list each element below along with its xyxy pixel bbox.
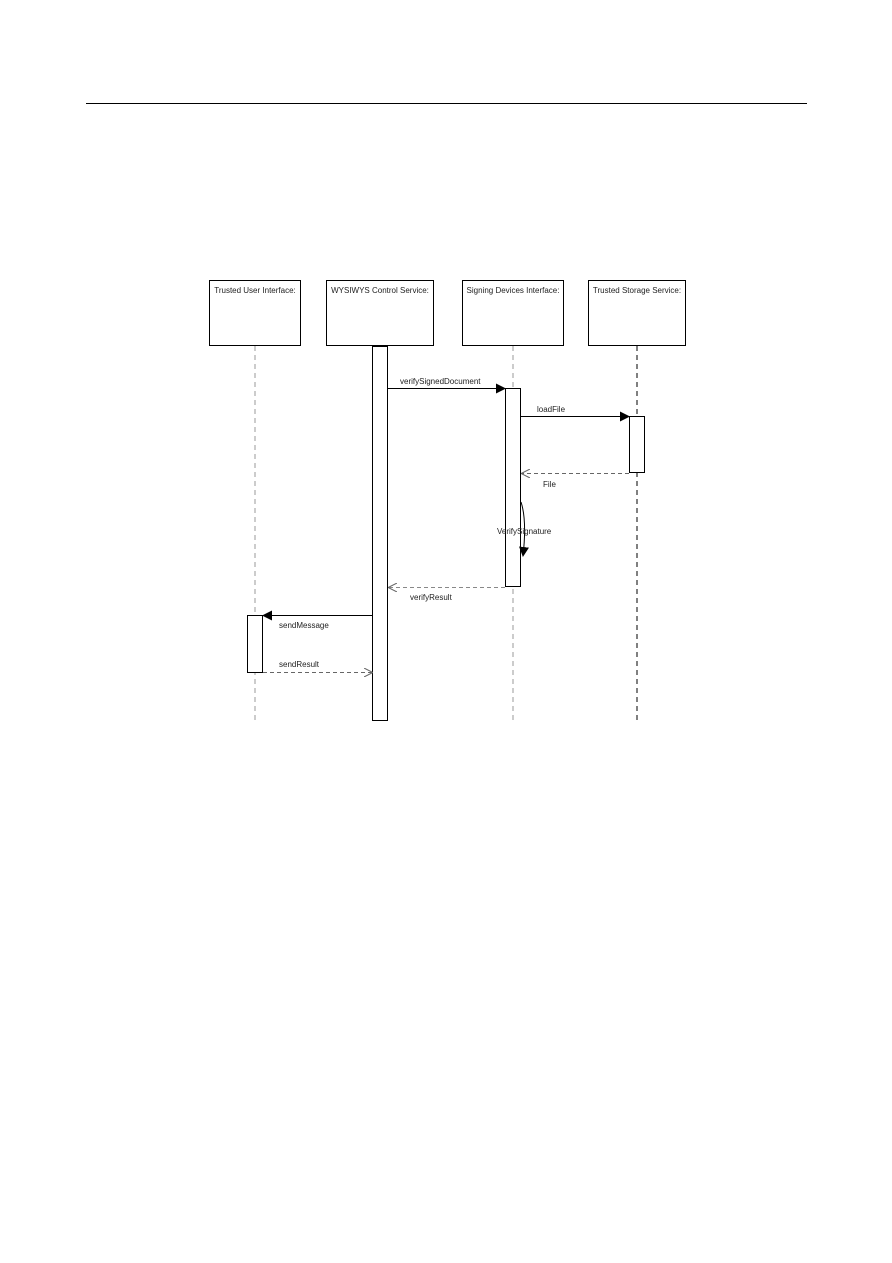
participant-box — [462, 280, 564, 346]
message-load-file: loadFile — [521, 405, 630, 422]
message-arrow — [519, 501, 529, 557]
message-label: sendResult — [279, 660, 320, 669]
participant-signing-devices-interface: Signing Devices Interface: — [462, 280, 564, 346]
participant-label: Signing Devices Interface: — [467, 286, 560, 295]
activation-bar-signing-devices-interface — [505, 388, 521, 587]
message-send-result-return: sendResult — [263, 660, 372, 673]
message-label: File — [543, 480, 556, 489]
participant-label: Trusted Storage Service: — [593, 286, 681, 295]
message-label: verifyResult — [410, 593, 453, 602]
participant-label: Trusted User Interface: — [214, 286, 296, 295]
participant-box — [588, 280, 686, 346]
message-verify-result-return: verifyResult — [389, 588, 505, 602]
participant-box — [326, 280, 434, 346]
header-rule — [86, 103, 807, 104]
message-verify-signed-document: verifySignedDocument — [388, 377, 506, 394]
message-verify-signature: VerifySignature — [497, 501, 552, 557]
activation-bar-trusted-storage-service — [629, 416, 645, 473]
message-label: VerifySignature — [497, 527, 552, 536]
participant-trusted-storage-service: Trusted Storage Service: — [588, 280, 686, 346]
message-send-message: sendMessage — [262, 610, 372, 630]
participant-box — [209, 280, 301, 346]
activation-bar-trusted-user-interface — [247, 615, 263, 673]
message-label: verifySignedDocument — [400, 377, 481, 386]
activation-bar-wysiwys-control-service — [372, 346, 388, 721]
participant-trusted-user-interface: Trusted User Interface: — [209, 280, 301, 346]
message-label: sendMessage — [279, 621, 329, 630]
participant-wysiwys-control-service: WYSIWYS Control Service: — [326, 280, 434, 346]
message-file-return: File — [522, 474, 629, 489]
participant-label: WYSIWYS Control Service: — [331, 286, 429, 295]
message-label: loadFile — [537, 405, 566, 414]
